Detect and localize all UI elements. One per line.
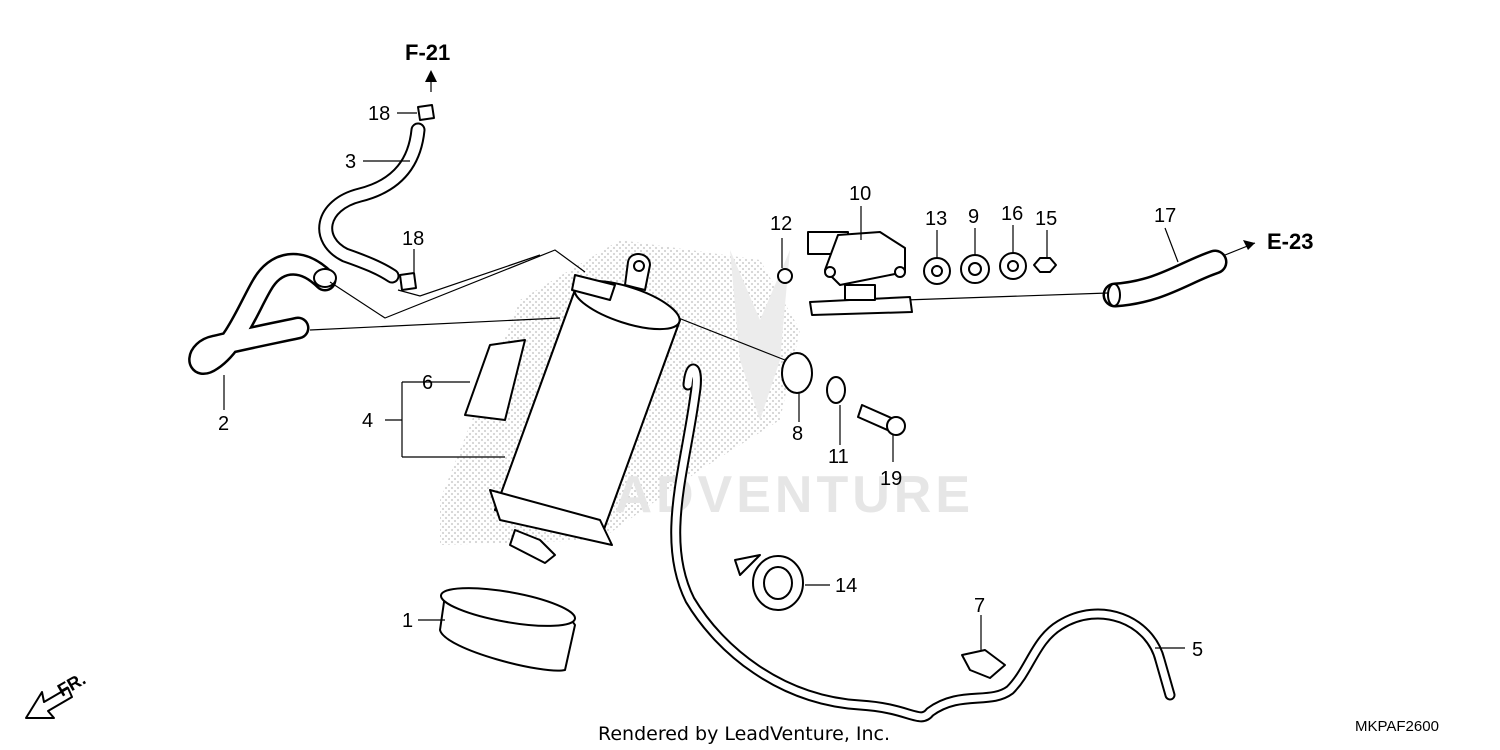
callout-3: 3 xyxy=(345,151,356,173)
callout-13: 13 xyxy=(925,208,947,230)
clip-14-drawing xyxy=(734,554,804,611)
callout-9: 9 xyxy=(968,206,979,228)
callout-16: 16 xyxy=(1001,203,1023,225)
callout-18-lower: 18 xyxy=(402,228,424,250)
callout-1: 1 xyxy=(402,610,413,632)
canister-4-drawing xyxy=(489,253,681,564)
hose-2-drawing xyxy=(188,252,337,375)
callout-10: 10 xyxy=(849,183,871,205)
reference-e23: E-23 xyxy=(1267,229,1313,254)
callout-7: 7 xyxy=(974,595,985,617)
callout-11: 11 xyxy=(828,446,849,468)
callout-5: 5 xyxy=(1192,639,1203,661)
diagram-code: MKPAF2600 xyxy=(1355,718,1439,735)
callout-12: 12 xyxy=(770,213,792,235)
band-1-drawing xyxy=(439,587,577,672)
leader-lines xyxy=(223,70,1256,650)
callout-17: 17 xyxy=(1154,205,1176,227)
hose-3-drawing xyxy=(318,122,426,284)
callout-4: 4 xyxy=(362,410,373,432)
callout-2: 2 xyxy=(218,413,229,435)
callouts: 1 2 3 4 5 6 7 8 9 10 11 12 13 14 15 16 1… xyxy=(218,103,1203,661)
callout-6: 6 xyxy=(422,372,433,394)
front-direction-arrow-icon xyxy=(25,687,73,719)
footer-credit: Rendered by LeadVenture, Inc. xyxy=(598,723,890,745)
callout-15: 15 xyxy=(1035,208,1057,230)
valve-10-drawing xyxy=(807,231,913,316)
hose-17-drawing xyxy=(1102,249,1228,308)
callout-18-top: 18 xyxy=(368,103,390,125)
reference-f21: F-21 xyxy=(405,40,450,65)
small-parts xyxy=(399,104,1057,679)
pad-6-drawing xyxy=(464,339,526,421)
callout-8: 8 xyxy=(792,423,803,445)
callout-14: 14 xyxy=(835,575,857,597)
callout-19: 19 xyxy=(880,468,902,490)
hose-5-drawing xyxy=(670,363,1176,723)
